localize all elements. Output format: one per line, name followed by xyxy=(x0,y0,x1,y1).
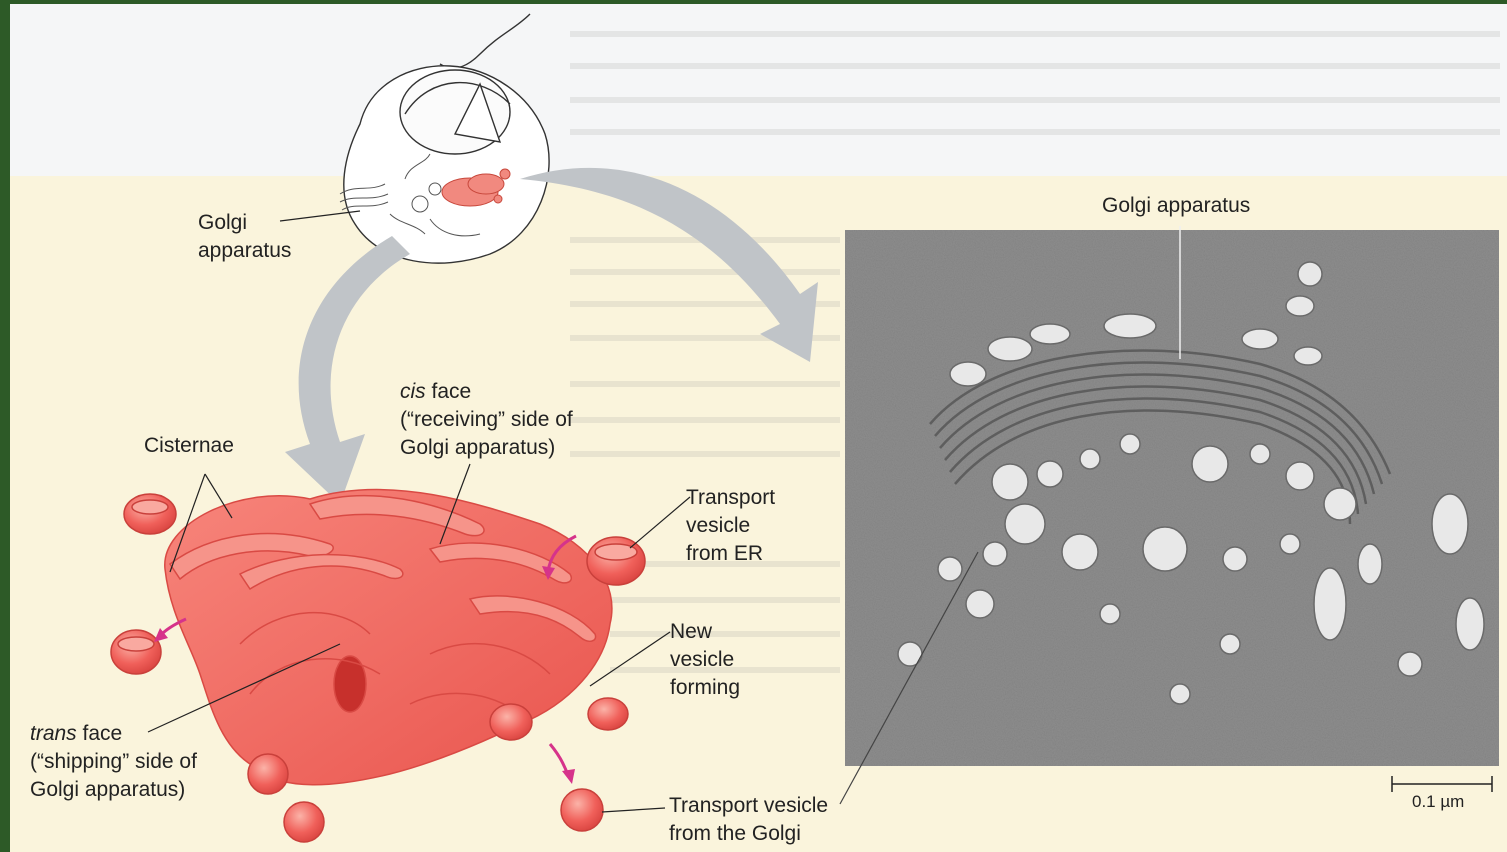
label-new-vesicle-line1: New xyxy=(670,618,740,646)
label-cis-face-line3: Golgi apparatus) xyxy=(400,434,573,462)
label-transport-er-line3: from ER xyxy=(686,540,775,568)
vesicle-from-golgi xyxy=(561,789,603,831)
label-transport-golgi-line1: Transport vesicle xyxy=(669,792,828,820)
vesicle-bottom-2 xyxy=(284,802,324,842)
figure-canvas: Golgi apparatus cis face (“receiving” si… xyxy=(10,4,1507,852)
label-cis-face-italic: cis xyxy=(400,380,426,403)
label-new-vesicle-line3: forming xyxy=(670,674,740,702)
label-cis-face-line1: cis face xyxy=(400,378,573,406)
label-trans-face-rest: face xyxy=(77,722,123,745)
label-transport-er: Transport vesicle from ER xyxy=(686,484,775,568)
figure-illustration xyxy=(10,4,1507,852)
label-trans-face-line1: trans face xyxy=(30,720,197,748)
label-golgi-micrograph: Golgi apparatus xyxy=(1102,192,1250,220)
label-golgi-cell: Golgi apparatus xyxy=(198,209,291,265)
vesicle-forming-2 xyxy=(588,698,628,730)
label-trans-face: trans face (“shipping” side of Golgi app… xyxy=(30,720,197,804)
label-scale-bar: 0.1 µm xyxy=(1412,788,1464,816)
label-transport-er-line1: Transport xyxy=(686,484,775,512)
label-trans-face-line3: Golgi apparatus) xyxy=(30,776,197,804)
golgi-micrograph xyxy=(840,226,1499,804)
label-transport-golgi: Transport vesicle from the Golgi xyxy=(669,792,828,848)
label-new-vesicle: New vesicle forming xyxy=(670,618,740,702)
label-cis-face: cis face (“receiving” side of Golgi appa… xyxy=(400,378,573,462)
label-trans-face-line2: (“shipping” side of xyxy=(30,748,197,776)
label-cis-face-rest: face xyxy=(426,380,472,403)
label-transport-er-line2: vesicle xyxy=(686,512,775,540)
label-trans-face-italic: trans xyxy=(30,722,77,745)
page-background-top xyxy=(10,4,1507,176)
label-golgi-cell-line2: apparatus xyxy=(198,237,291,265)
label-cisternae: Cisternae xyxy=(144,432,234,460)
label-new-vesicle-line2: vesicle xyxy=(670,646,740,674)
label-golgi-cell-line1: Golgi xyxy=(198,209,291,237)
vesicle-forming-1 xyxy=(490,704,532,740)
vesicle-bottom-1 xyxy=(248,754,288,794)
label-cis-face-line2: (“receiving” side of xyxy=(400,406,573,434)
label-transport-golgi-line2: from the Golgi xyxy=(669,820,828,848)
